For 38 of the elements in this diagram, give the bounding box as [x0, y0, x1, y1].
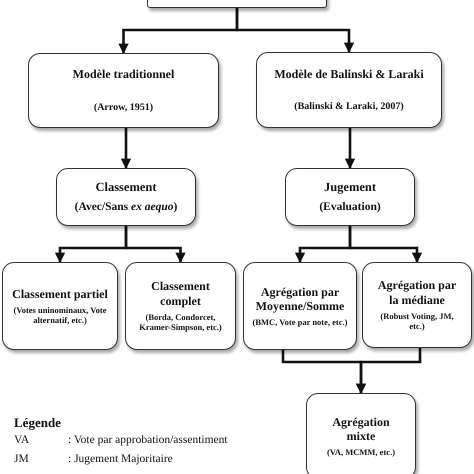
legend-heading: Légende — [14, 415, 61, 431]
process-box — [243, 262, 357, 350]
box-subtitle: (Evaluation) — [319, 200, 381, 214]
box-title: Classement partiel — [12, 286, 108, 301]
box-title: Agrégation par Moyenne/Somme — [254, 284, 346, 314]
abbreviation: VA — [14, 434, 30, 446]
arrow — [124, 226, 186, 264]
box-title: Modèle traditionnel — [72, 67, 174, 82]
process-box — [285, 168, 415, 226]
box-subtitle: (Arrow, 1951) — [94, 102, 154, 114]
box-title: Modèle de Balinski & Laraki — [274, 66, 424, 82]
arrow — [236, 8, 354, 54]
box-subtitle: (Avec/Sans ex aequo) — [74, 200, 178, 214]
box-subtitle: (Votes uninominaux, Vote alternatif, etc.) — [12, 305, 108, 326]
box-subtitle: (Balinski & Laraki, 2007) — [294, 101, 404, 114]
box-subtitle: (Borda, Condorcet, Kramer-Simpson, etc.) — [138, 312, 223, 333]
process-box — [125, 262, 236, 350]
box-subtitle: (VA, MCMM, etc.) — [326, 447, 396, 458]
box-title: Agrégation mixte — [331, 414, 391, 444]
process-box — [256, 52, 442, 128]
arrow — [120, 128, 132, 170]
arrow — [348, 226, 422, 264]
arrow — [356, 348, 422, 394]
box-title: Classement complet — [150, 279, 211, 308]
legend-text: : Jugement Majoritaire — [68, 453, 173, 465]
process-box — [2, 262, 118, 350]
box-subtitle: (Robust Voting, JM, etc.) — [379, 311, 455, 332]
abbreviation: JM — [14, 453, 29, 465]
legend-text: : Vote par approbation/assentiment — [68, 434, 228, 446]
process-box — [56, 168, 196, 226]
box-title: Jugement — [324, 180, 376, 195]
process-box — [306, 393, 416, 474]
box-title: Classement — [95, 180, 157, 195]
process-box — [362, 262, 472, 348]
process-box — [28, 53, 219, 128]
box-title: Agrégation par la médiane — [376, 278, 458, 308]
arrow — [344, 128, 356, 170]
box-subtitle: (BMC, Vote par note, etc.) — [252, 317, 348, 328]
